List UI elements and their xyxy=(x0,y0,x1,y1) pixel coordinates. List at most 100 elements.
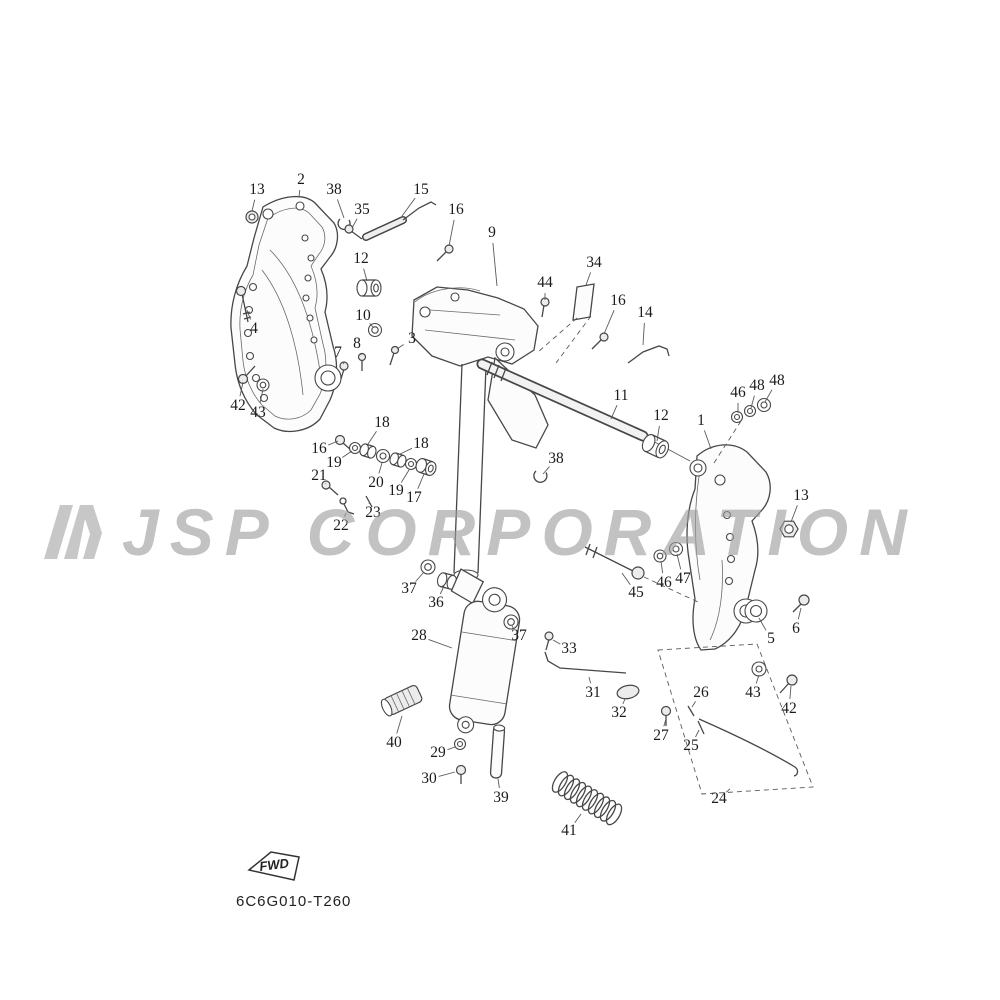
part-label-5: 5 xyxy=(767,630,775,647)
part-label-6: 6 xyxy=(792,620,800,637)
bolt-44 xyxy=(540,297,550,318)
plate-34 xyxy=(537,283,595,364)
part-label-28: 28 xyxy=(411,627,427,644)
tilt-cylinder-28 xyxy=(448,568,521,734)
part-label-16: 16 xyxy=(448,201,464,218)
part-label-4: 4 xyxy=(250,320,258,337)
rod-14 xyxy=(627,345,670,364)
part-label-32: 32 xyxy=(611,704,627,721)
leader-lines xyxy=(239,189,802,824)
spring-41 xyxy=(551,771,623,826)
kit-box xyxy=(657,643,814,795)
part-label-39: 39 xyxy=(493,789,509,806)
pin-25 xyxy=(697,720,705,735)
bolt-42-left xyxy=(237,365,256,385)
part-label-16: 16 xyxy=(311,440,327,457)
part-label-9: 9 xyxy=(488,224,496,241)
part-label-47: 47 xyxy=(675,570,691,587)
part-label-29: 29 xyxy=(430,744,446,761)
bolt-27 xyxy=(660,705,672,726)
lever-31 xyxy=(544,651,627,674)
bolt-16-middle xyxy=(591,332,609,350)
fwd-label: FWD xyxy=(259,855,291,874)
part-label-11: 11 xyxy=(613,387,629,404)
part-label-42: 42 xyxy=(781,700,797,717)
part-label-25: 25 xyxy=(683,737,699,754)
part-label-27: 27 xyxy=(653,727,669,744)
bushing-10 xyxy=(367,322,383,338)
bushing-29 xyxy=(453,737,467,751)
part-label-2: 2 xyxy=(297,171,305,188)
part-label-46: 46 xyxy=(730,384,746,401)
bushing-12-right xyxy=(641,434,670,459)
anchor-rod-24 xyxy=(698,718,799,777)
washer-stack-46-48 xyxy=(713,397,772,464)
part-label-31: 31 xyxy=(585,684,601,701)
bolt-13-left xyxy=(245,210,259,224)
part-label-37: 37 xyxy=(401,580,417,597)
part-label-37: 37 xyxy=(511,627,527,644)
fwd-flag: FWD xyxy=(247,851,300,881)
pivot-hardware-cluster xyxy=(321,434,437,515)
bolt-6 xyxy=(792,594,810,613)
bolt-16-top xyxy=(436,244,454,262)
part-label-24: 24 xyxy=(711,790,727,807)
pivot-shaft-11 xyxy=(476,358,691,462)
grommet-5 xyxy=(744,599,768,623)
part-label-48: 48 xyxy=(749,377,765,394)
part-label-22: 22 xyxy=(333,517,349,534)
bushing-37-left xyxy=(420,559,436,575)
bolt-21 xyxy=(321,480,339,496)
part-label-14: 14 xyxy=(637,304,653,321)
part-label-18: 18 xyxy=(374,414,390,431)
part-label-34: 34 xyxy=(586,254,602,271)
part-label-12: 12 xyxy=(653,407,669,424)
bushing-37-right xyxy=(503,614,519,630)
bolt-16-lower xyxy=(334,434,352,451)
part-label-41: 41 xyxy=(561,822,577,839)
part-label-42: 42 xyxy=(230,397,246,414)
part-label-13: 13 xyxy=(249,181,265,198)
part-label-43: 43 xyxy=(250,404,266,421)
part-label-38: 38 xyxy=(548,450,564,467)
part-label-3: 3 xyxy=(408,330,416,347)
bolt-35 xyxy=(344,224,363,240)
part-label-21: 21 xyxy=(311,467,327,484)
part-label-48: 48 xyxy=(769,372,785,389)
washer-47 xyxy=(668,541,684,557)
bolt-4 xyxy=(235,285,252,323)
screw-7 xyxy=(339,361,349,380)
diagram-code: 6C6G010-T260 xyxy=(236,893,352,910)
cap-32 xyxy=(616,684,640,700)
screw-8 xyxy=(357,352,367,371)
nut-13-right xyxy=(779,520,799,538)
part-label-45: 45 xyxy=(628,584,644,601)
part-label-35: 35 xyxy=(354,201,370,218)
washer-43-left xyxy=(256,378,270,392)
bolt-45 xyxy=(584,543,699,603)
part-label-19: 19 xyxy=(388,482,404,499)
washer-46-mid xyxy=(653,549,667,563)
bushing-12-top xyxy=(356,279,382,297)
part-label-8: 8 xyxy=(353,335,361,352)
swivel-bracket xyxy=(411,286,549,581)
washer-43-right xyxy=(751,661,767,677)
clip-38-middle xyxy=(533,470,548,483)
part-label-40: 40 xyxy=(386,734,402,751)
part-label-30: 30 xyxy=(421,770,437,787)
part-label-17: 17 xyxy=(406,489,422,506)
pin-39 xyxy=(489,724,506,779)
bolt-33 xyxy=(544,631,554,651)
part-label-7: 7 xyxy=(334,344,342,361)
part-label-26: 26 xyxy=(693,684,709,701)
part-label-23: 23 xyxy=(365,504,381,521)
clamp-bracket-left xyxy=(230,196,342,433)
part-label-44: 44 xyxy=(537,274,553,291)
bolt-30 xyxy=(455,764,467,784)
bolt-42-right xyxy=(779,674,798,694)
tilt-rod-15 xyxy=(362,201,437,241)
part-label-16: 16 xyxy=(610,292,626,309)
part-label-15: 15 xyxy=(413,181,429,198)
